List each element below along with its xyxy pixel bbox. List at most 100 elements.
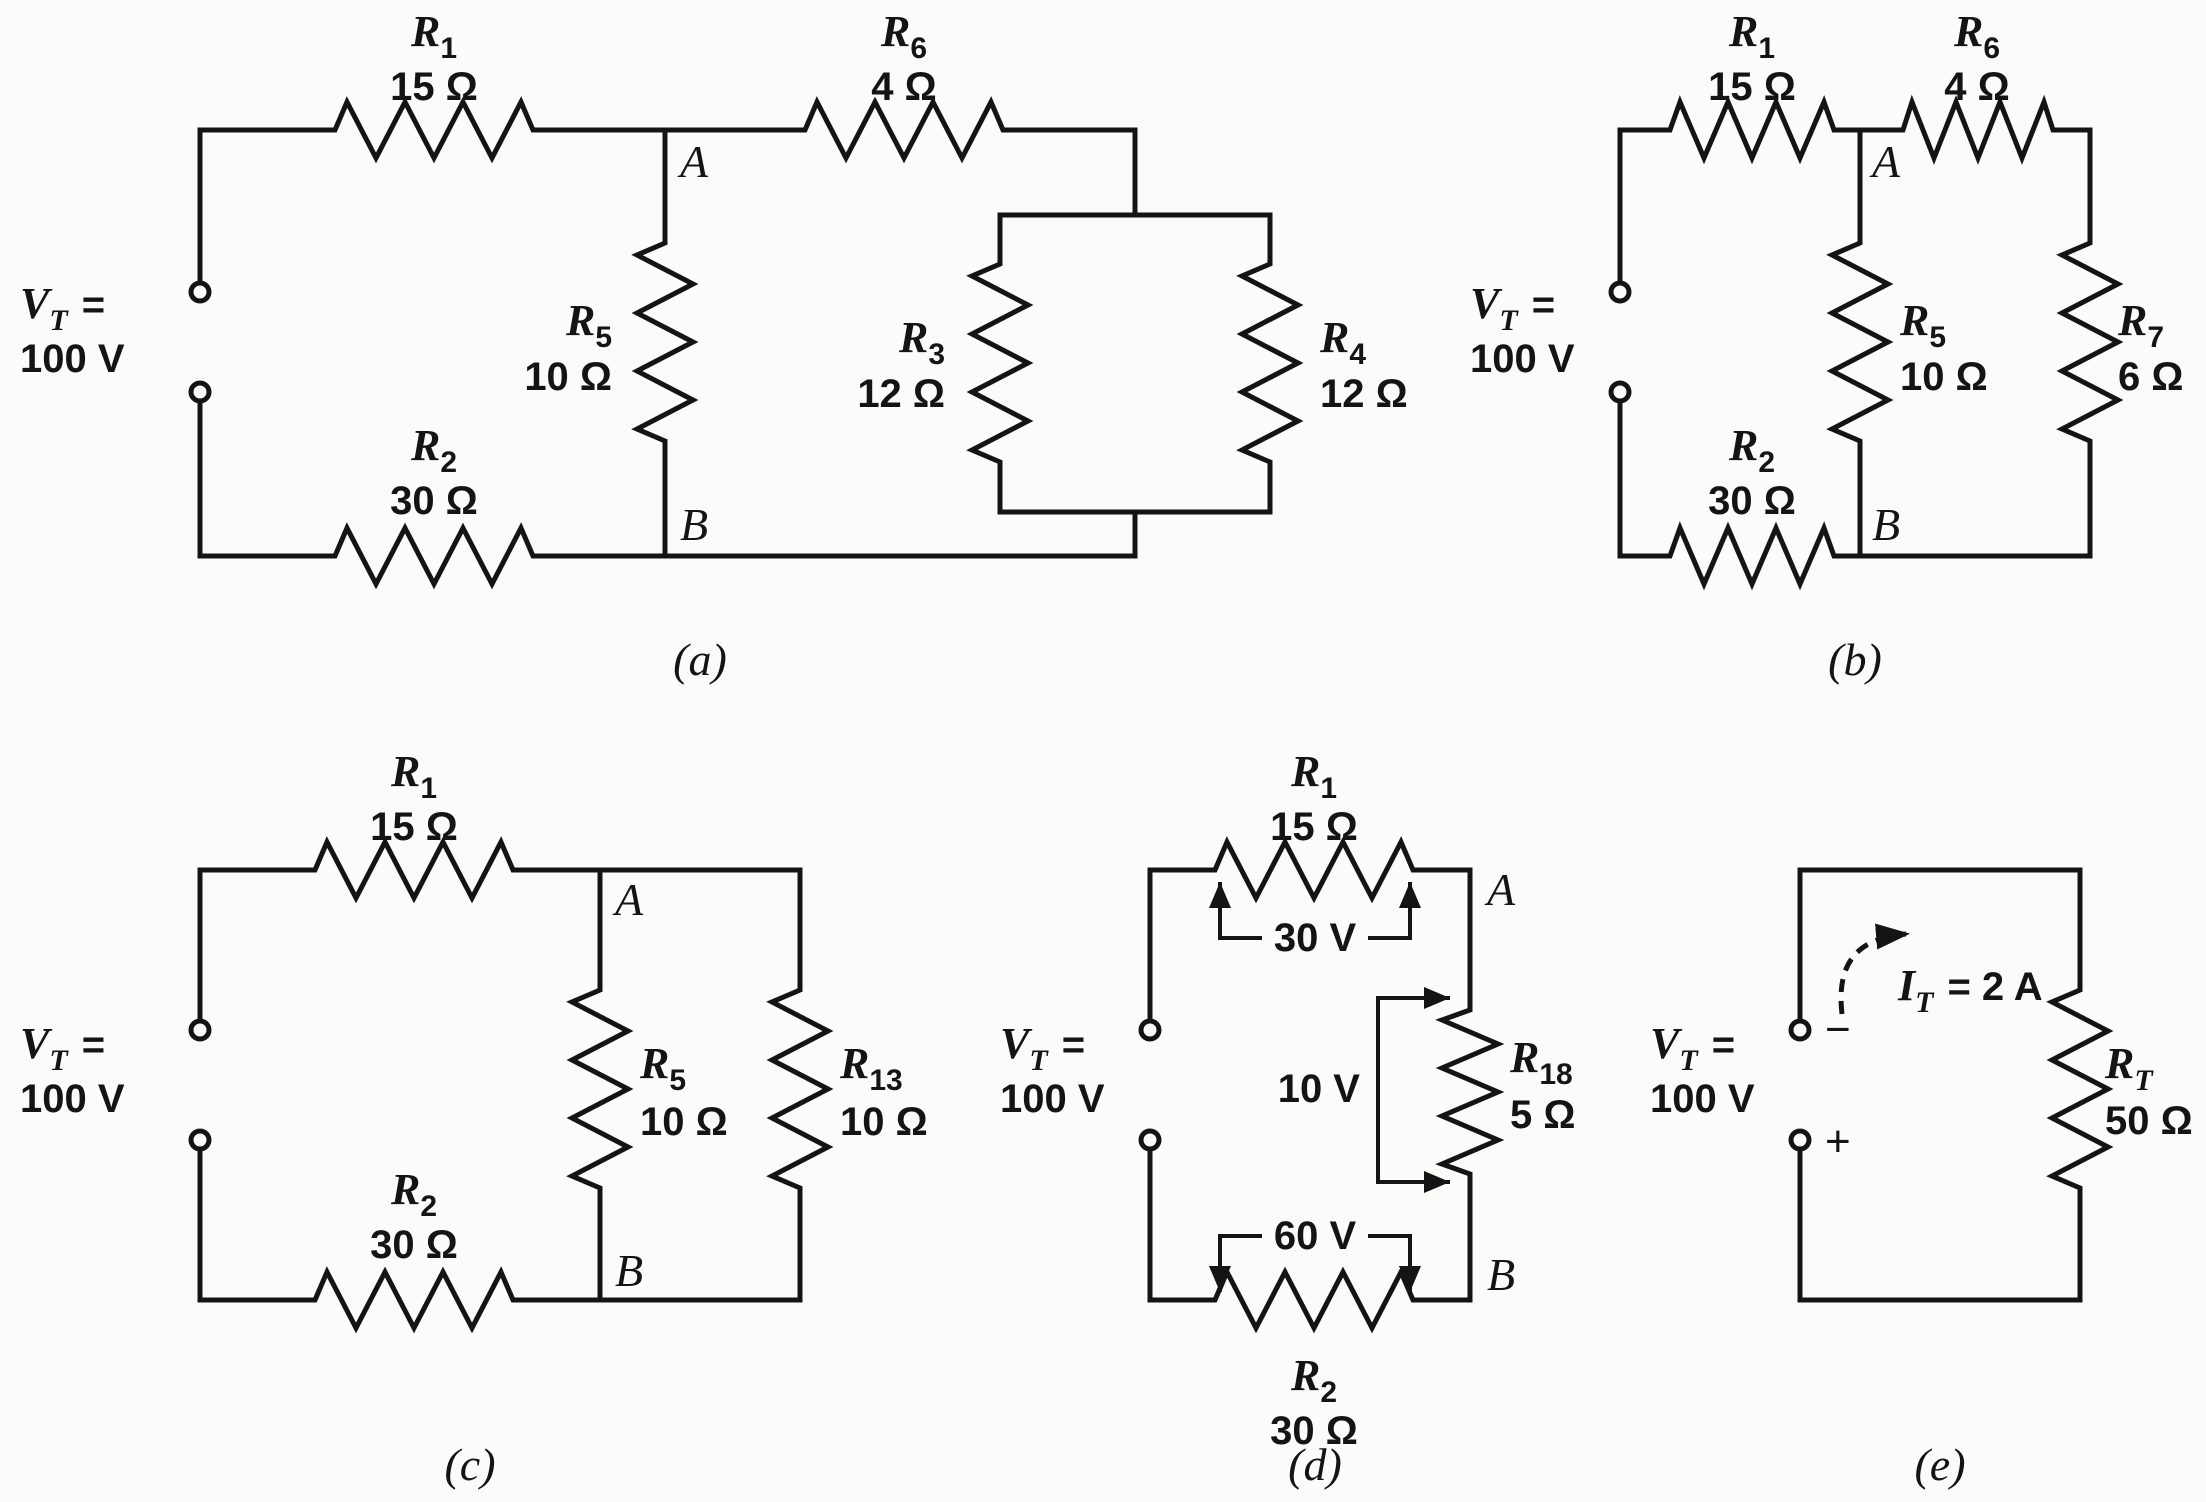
resistor-r5-label: R5 (565, 296, 612, 354)
resistor-r2-value: 30 Ω (1708, 479, 1796, 523)
resistor-r3 (966, 246, 1034, 481)
terminal-top-icon (188, 280, 212, 304)
resistor-r2-label: R2 (390, 1165, 437, 1223)
node-label-b: B (680, 499, 708, 550)
resistor-r6-label: R6 (880, 7, 927, 65)
source-label: VT= (20, 279, 105, 337)
wires (1147, 867, 1473, 1303)
resistor-r5 (1826, 225, 1894, 460)
caption-a: (a) (673, 634, 727, 685)
terminal-top-icon (188, 1018, 212, 1042)
resistor-r5-value: 10 Ω (524, 355, 612, 399)
wires (1797, 867, 2083, 1303)
circuit-b: VT= 100 V R1 15 Ω R6 4 Ω A B R5 10 Ω R7 … (1470, 7, 2183, 685)
node-label-a: A (1484, 864, 1516, 915)
source-label: VT= (1470, 279, 1555, 337)
resistor-r1-value: 15 Ω (370, 805, 458, 849)
node-label-a: A (1869, 136, 1901, 187)
resistor-rt (2046, 972, 2114, 1207)
wires (1617, 127, 2093, 559)
node-label-a: A (677, 136, 709, 187)
terminal-top-icon (1608, 280, 1632, 304)
node-label-b: B (615, 1245, 643, 1296)
resistor-r2-value: 30 Ω (1270, 1409, 1358, 1453)
resistor-r18-label: R18 (1509, 1033, 1573, 1091)
resistor-r1 (1657, 95, 1848, 165)
circuit-c: VT= 100 V R1 15 Ω A B R5 10 Ω R13 10 Ω R… (20, 747, 928, 1490)
resistor-r2-value: 30 Ω (390, 479, 478, 523)
resistor-r2-label: R2 (1728, 421, 1775, 479)
circuit-a: VT= 100 V R1 15 Ω R6 4 Ω A B R5 10 Ω R3 … (20, 7, 1408, 685)
resistor-rt-label: RT (2104, 1039, 2154, 1097)
resistor-r1-label: R1 (390, 747, 437, 805)
resistor-r18-value: 5 Ω (1510, 1093, 1575, 1137)
resistor-r1-value: 15 Ω (1270, 805, 1358, 849)
resistor-r13-value: 10 Ω (840, 1100, 928, 1144)
resistor-r2 (1197, 1266, 1432, 1334)
terminal-bottom-icon (1608, 380, 1632, 404)
resistor-r6-label: R6 (1953, 7, 2000, 65)
source-value: 100 V (1650, 1077, 1755, 1121)
current-flow-arrow-icon (1838, 923, 1910, 1015)
resistor-r13 (766, 972, 834, 1207)
resistor-r1-label: R1 (1290, 747, 1337, 805)
source-value: 100 V (20, 337, 125, 381)
resistor-r2-label: R2 (1290, 1351, 1337, 1409)
terminal-bottom-icon (1138, 1128, 1162, 1152)
resistor-r1-label: R1 (410, 7, 457, 65)
resistor-r6 (787, 96, 1022, 164)
resistor-r6-value: 4 Ω (1944, 65, 2009, 109)
resistor-r5-label: R5 (639, 1039, 686, 1097)
wires (197, 867, 803, 1303)
caption-c: (c) (444, 1439, 495, 1490)
source-label: VT= (1650, 1019, 1735, 1077)
resistor-r1-value: 15 Ω (1708, 65, 1796, 109)
source-label: VT= (20, 1019, 105, 1077)
voltage-60v-value: 60 V (1274, 1214, 1357, 1258)
caption-b: (b) (1828, 634, 1882, 685)
resistor-r2 (1657, 521, 1848, 591)
circuit-d: 30 V 60 V 10 V VT= 100 V R1 15 Ω A B R18… (1000, 747, 1575, 1490)
resistor-r1-value: 15 Ω (390, 65, 478, 109)
resistor-r5 (566, 972, 634, 1207)
resistor-r2-value: 30 Ω (370, 1223, 458, 1267)
terminal-bottom-icon (188, 380, 212, 404)
resistor-r5-label: R5 (1899, 296, 1946, 354)
resistor-r7-value: 6 Ω (2118, 355, 2183, 399)
resistor-r4-label: R4 (1319, 313, 1366, 371)
resistor-r6 (1892, 94, 2063, 165)
resistor-r3-label: R3 (898, 313, 945, 371)
resistor-r5-value: 10 Ω (640, 1100, 728, 1144)
resistor-r6-value: 4 Ω (871, 65, 936, 109)
resistor-r7 (2056, 225, 2124, 460)
node-label-b: B (1872, 499, 1900, 550)
resistor-r1-label: R1 (1728, 7, 1775, 65)
source-value: 100 V (1000, 1077, 1105, 1121)
resistor-r1 (1197, 836, 1432, 904)
resistor-r7-label: R7 (2117, 296, 2164, 354)
resistor-r5 (631, 225, 699, 460)
source-label: VT= (1000, 1019, 1085, 1077)
resistor-rt-value: 50 Ω (2105, 1099, 2193, 1143)
resistor-r2 (297, 1266, 532, 1334)
resistor-r4-value: 12 Ω (1320, 372, 1408, 416)
current-label: IT= 2 A (1897, 961, 2043, 1019)
wires (197, 127, 1273, 559)
resistor-r18 (1435, 997, 1505, 1188)
node-label-a: A (612, 874, 644, 925)
resistor-r4 (1236, 246, 1304, 481)
node-label-b: B (1487, 1249, 1515, 1300)
polarity-minus-sign: − (1825, 1005, 1851, 1054)
source-value: 100 V (20, 1077, 125, 1121)
polarity-plus-sign: + (1825, 1117, 1851, 1166)
resistor-r5-value: 10 Ω (1900, 355, 1988, 399)
resistor-r13-label: R13 (839, 1039, 903, 1097)
resistor-r2-label: R2 (410, 421, 457, 479)
terminal-top-icon (1138, 1018, 1162, 1042)
terminal-bottom-icon (1788, 1128, 1812, 1152)
voltage-30v-value: 30 V (1274, 916, 1357, 960)
terminal-bottom-icon (188, 1128, 212, 1152)
circuit-e: − + IT= 2 A VT= 100 V RT 50 Ω (e) (1650, 867, 2193, 1490)
